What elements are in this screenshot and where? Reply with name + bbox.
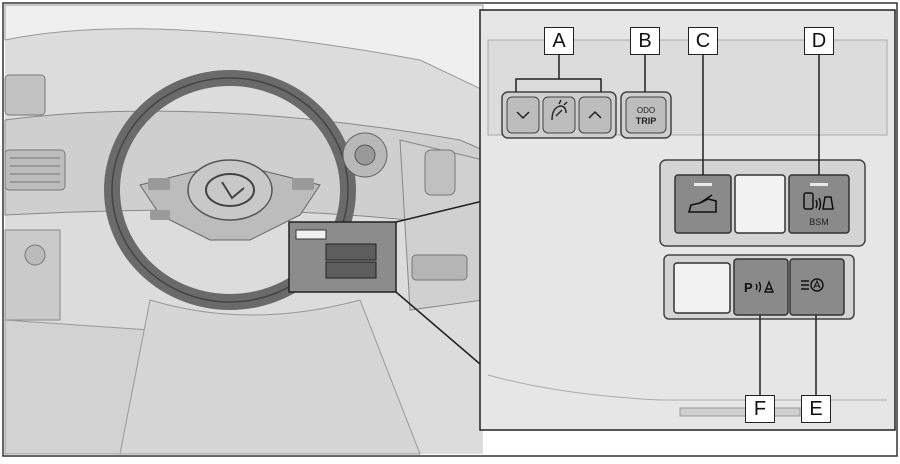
power-back-door-button[interactable] (675, 175, 731, 233)
blank-switch-lower (674, 263, 730, 313)
callout-label-f: F (745, 395, 775, 423)
meter-up-button[interactable] (579, 97, 611, 133)
trip-button[interactable]: ODO TRIP (621, 92, 671, 138)
callout-label-b: B (630, 27, 660, 55)
cockpit-overview (5, 5, 483, 454)
meter-display-button[interactable] (543, 97, 575, 133)
svg-text:P: P (744, 280, 753, 295)
callout-label-c: C (688, 27, 718, 55)
callout-label-e: E (801, 395, 831, 423)
callout-label-d: D (804, 27, 834, 55)
parking-assist-button[interactable]: P (734, 259, 788, 315)
auto-high-beam-button[interactable] (790, 259, 844, 315)
bsm-button[interactable]: BSM (789, 175, 849, 233)
bsm-label: BSM (809, 217, 829, 227)
switch-detail-panel: ODO TRIP BSM (480, 10, 895, 430)
trip-odo-label: ODO (637, 106, 655, 115)
meter-down-button[interactable] (507, 97, 539, 133)
callout-label-a: A (544, 27, 574, 55)
blank-switch (735, 175, 785, 233)
trip-label: TRIP (636, 116, 657, 126)
